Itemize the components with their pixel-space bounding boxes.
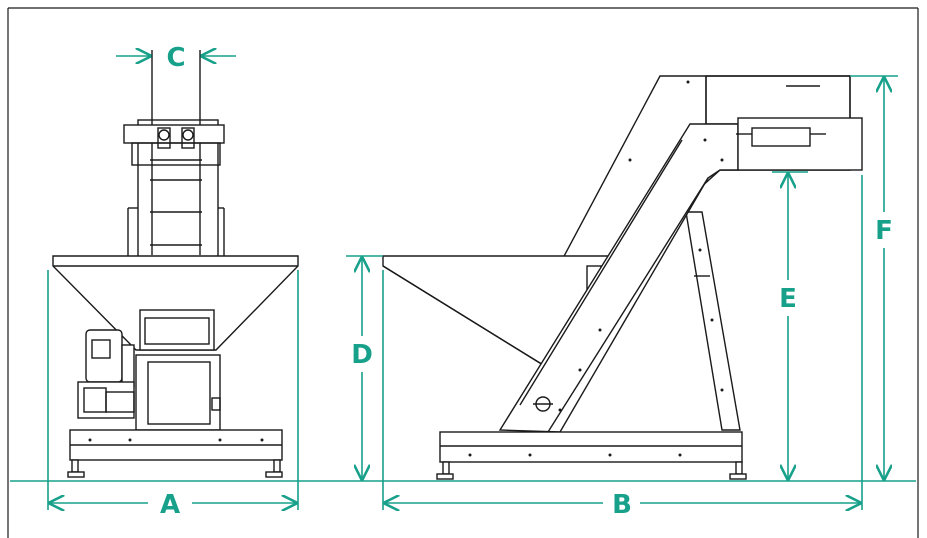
side-view [382, 75, 863, 480]
dimension-label-d: D [351, 340, 373, 370]
dimension-label-c: C [166, 43, 185, 73]
page-border [7, 7, 919, 538]
dimension-label-a: A [160, 490, 180, 520]
front-view [52, 50, 299, 478]
dimension-lines [47, 56, 898, 510]
dimension-label-e: E [779, 284, 797, 314]
dimension-label-b: B [612, 490, 632, 520]
rivet-dots [88, 80, 724, 457]
dimension-label-f: F [875, 216, 893, 246]
